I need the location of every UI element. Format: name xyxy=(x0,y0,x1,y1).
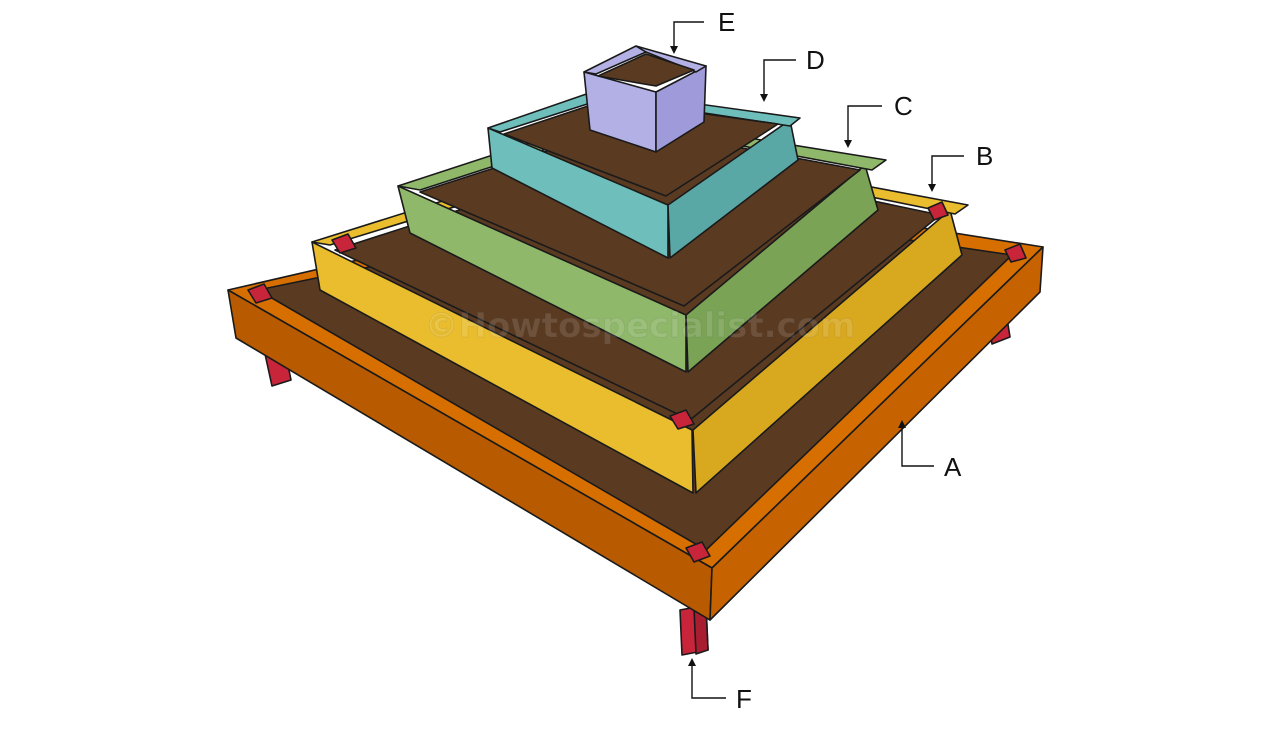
tier-e xyxy=(583,45,707,153)
post-b-left xyxy=(331,233,357,254)
post-b-right xyxy=(927,201,949,221)
label-f: F xyxy=(736,684,752,714)
tier-b-left-board xyxy=(311,241,694,494)
tier-c-right-board xyxy=(685,164,879,373)
arrowhead-f xyxy=(688,658,696,666)
tier-e-side xyxy=(655,65,707,153)
callout-c: C xyxy=(844,91,913,148)
tier-b-right-board xyxy=(692,209,963,494)
watermark: ©Howtospecialist.com xyxy=(425,306,856,346)
callout-e: E xyxy=(670,7,735,54)
label-d: D xyxy=(806,45,825,75)
tier-c-left-board xyxy=(397,185,687,373)
arrowhead-c xyxy=(844,140,852,148)
callout-b: B xyxy=(928,141,993,192)
callout-a: A xyxy=(898,420,962,482)
label-e: E xyxy=(718,7,735,37)
post-b-front xyxy=(669,409,695,430)
tier-d-soil xyxy=(503,99,779,197)
callouts: E D C B A F xyxy=(670,7,993,714)
callout-f: F xyxy=(688,658,752,714)
post-f-front xyxy=(685,541,711,563)
arrowhead-b xyxy=(928,184,936,192)
label-a: A xyxy=(944,452,962,482)
leader-a xyxy=(901,422,934,467)
leader-b xyxy=(931,155,964,190)
post-f-right xyxy=(1004,243,1027,263)
label-b: B xyxy=(976,141,993,171)
arrowhead-d xyxy=(760,94,768,102)
tier-d-left-board xyxy=(487,127,669,259)
frame-a-right-side xyxy=(709,246,1044,621)
post-f-left xyxy=(247,283,273,304)
tier-e-back-right xyxy=(635,45,707,73)
arrowhead-e xyxy=(670,46,678,54)
leader-c xyxy=(847,105,882,146)
tier-e-soil xyxy=(597,53,695,87)
leader-d xyxy=(763,59,796,100)
tier-d-right-board xyxy=(667,119,799,259)
callout-d: D xyxy=(760,45,825,102)
leader-f xyxy=(691,660,726,699)
label-c: C xyxy=(894,91,913,121)
leader-e xyxy=(673,21,704,52)
arrowhead-a xyxy=(898,420,906,428)
